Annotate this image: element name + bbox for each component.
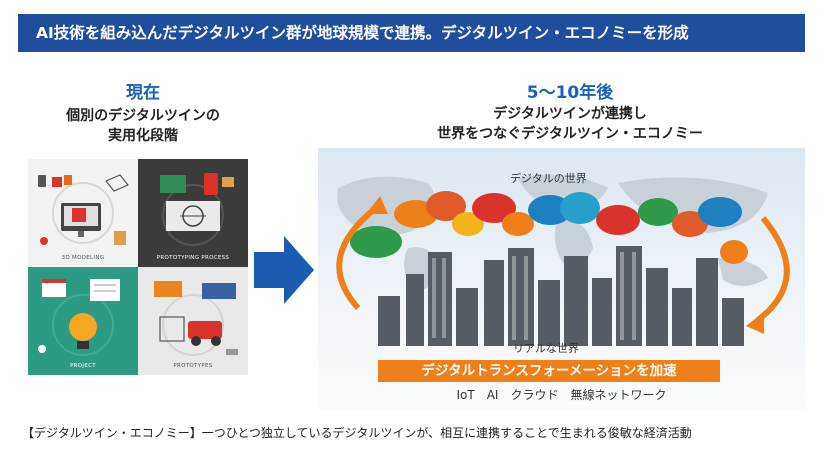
digital-world-label: デジタルの世界 (510, 172, 587, 185)
digital-transformation-bar: デジタルトランスフォーメーションを加速 (378, 360, 720, 382)
real-world-label: リアルな世界 (513, 342, 579, 355)
world-map-city-graphic (336, 174, 790, 346)
city-skyline (378, 246, 744, 346)
quadrant-prototypes: PROTOTYPES (138, 267, 248, 375)
present-subtitle-line1: 個別のデジタルツインの (66, 108, 220, 124)
present-illustration: 3D MODELING PROTOTYPING PROCESS PROJECT (28, 159, 248, 375)
bottom-caption: 【デジタルツイン・エコノミー】一つひとつ独立しているデジタルツインが、相互に連携… (22, 426, 692, 440)
quadrant-label: PROTOTYPES (173, 363, 213, 369)
prototyping-blueprint-icon (160, 173, 234, 246)
present-subtitle-line2: 実用化段階 (108, 128, 178, 144)
quadrant-project: PROJECT (28, 267, 138, 375)
future-heading: 5〜10年後 (526, 83, 614, 103)
3d-modeling-icon (38, 174, 129, 245)
lightbulb-gear-icon (38, 279, 120, 356)
quadrant-label: 3D MODELING (61, 255, 105, 261)
title-banner: AI技術を組み込んだデジタルツイン群が地球規模で連携。デジタルツイン・エコノミー… (18, 14, 805, 52)
quadrant-prototyping-process: PROTOTYPING PROCESS (138, 159, 248, 267)
future-subtitle-line2: 世界をつなぐデジタルツイン・エコノミー (437, 126, 703, 142)
present-heading: 現在 (126, 83, 160, 103)
quadrant-label: PROTOTYPING PROCESS (156, 255, 230, 261)
future-subtitle-line1: デジタルツインが連携し (493, 106, 647, 122)
technology-list: IoT AI クラウド 無線ネットワーク (456, 388, 667, 402)
quadrant-label: PROJECT (70, 363, 96, 369)
quadrant-3d-modeling: 3D MODELING (28, 159, 138, 267)
prototypes-car-icon (154, 281, 238, 356)
transition-arrow-icon (254, 236, 314, 304)
digital-cloud-icons (350, 191, 748, 264)
